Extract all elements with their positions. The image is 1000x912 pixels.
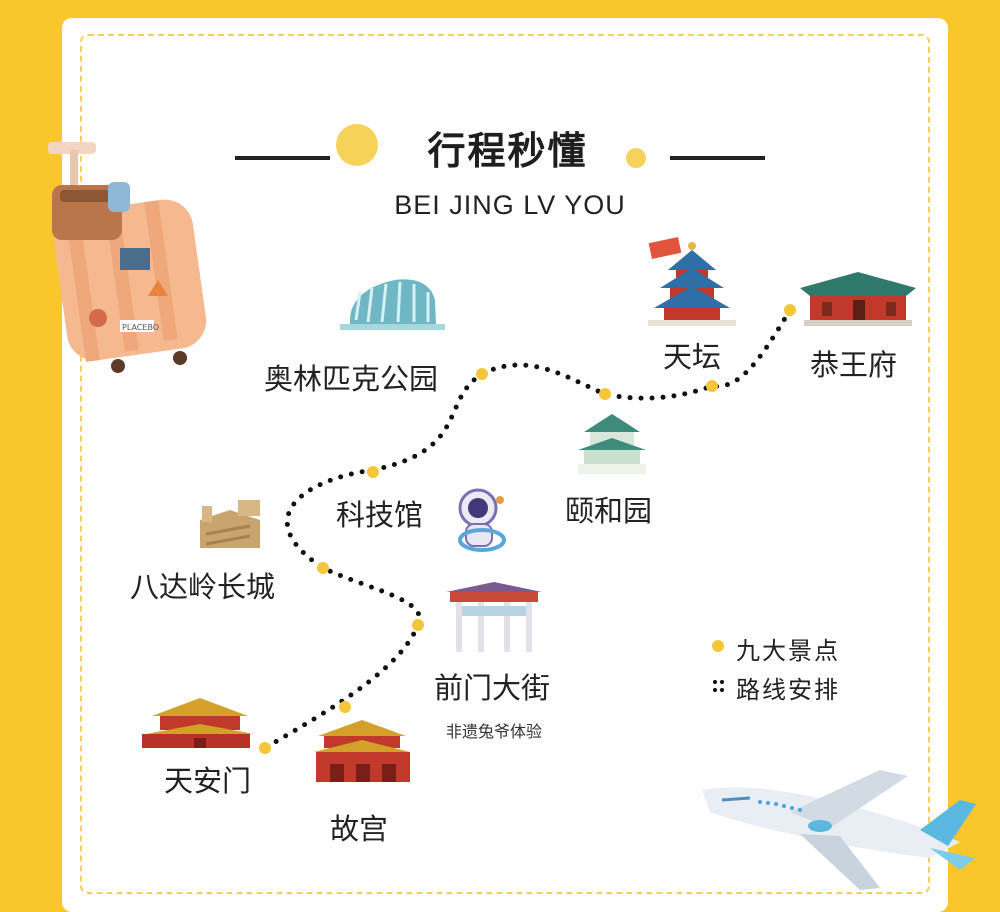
label-yiheyuan: 颐和园 [565, 494, 653, 528]
route-dot-qianmen [412, 619, 424, 631]
tiananmen-icon [142, 698, 254, 748]
legend-route-icon [713, 680, 724, 692]
forbidden-city-icon [314, 720, 410, 782]
qianmen-archway-icon [446, 582, 542, 652]
legend-spots-label: 九大景点 [736, 637, 840, 665]
title-dot-small [626, 148, 646, 168]
route-dot-yiheyuan [599, 388, 611, 400]
label-qianmen-note: 非遗兔爷体验 [446, 722, 543, 741]
route-dot-badaling [317, 562, 329, 574]
great-wall-icon [200, 500, 260, 548]
page-subtitle: BEI JING LV YOU [394, 190, 626, 220]
route-dot-gugong [339, 701, 351, 713]
label-tiantan: 天坛 [663, 340, 722, 374]
route-dot-gongwangfu [784, 304, 796, 316]
label-gongwangfu: 恭王府 [810, 348, 898, 382]
suitcase-illustration: PLACEBO [48, 142, 207, 373]
route-dot-tiananmen [259, 742, 271, 754]
suitcase-sticker-text: PLACEBO [122, 323, 159, 332]
title-dot-large [336, 124, 378, 166]
route-dot-science [367, 466, 379, 478]
title-rule-left [235, 156, 330, 160]
label-tiananmen: 天安门 [164, 764, 252, 798]
olympic-stadium-icon [340, 279, 445, 330]
page-title: 行程秒懂 [427, 129, 588, 173]
label-olympic-park: 奥林匹克公园 [264, 362, 439, 396]
route-dot-tiantan [706, 380, 718, 392]
route-dot-olympic [476, 368, 488, 380]
label-badaling: 八达岭长城 [130, 570, 276, 604]
legend-route-label: 路线安排 [736, 676, 840, 704]
legend-dot-icon [712, 640, 724, 652]
prince-gong-mansion-icon [800, 272, 916, 326]
airplane-illustration [702, 770, 976, 890]
summer-palace-icon [578, 414, 646, 474]
title-rule-right [670, 156, 765, 160]
astronaut-icon [458, 488, 506, 552]
label-qianmen: 前门大街 [434, 671, 551, 705]
temple-of-heaven-icon [648, 237, 736, 326]
dashed-frame [80, 34, 930, 894]
label-science-museum: 科技馆 [336, 498, 424, 532]
label-gugong: 故宫 [330, 812, 389, 846]
card-background [62, 18, 948, 912]
